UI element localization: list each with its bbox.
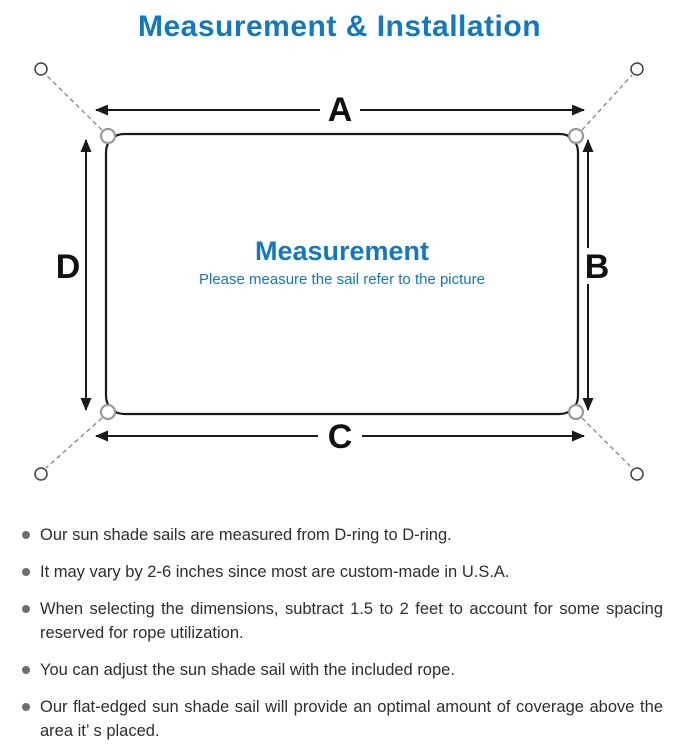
anchor-point-top-left — [34, 62, 48, 76]
dim-label-a: A — [328, 91, 353, 129]
label-a-backing — [320, 90, 360, 123]
anchor-point-top-right — [630, 62, 644, 76]
bullet-text: When selecting the dimensions, subtract … — [40, 599, 663, 642]
list-item: Our flat-edged sun shade sail will provi… — [22, 696, 663, 744]
page-title: Measurement & Installation — [137, 10, 542, 43]
list-item: It may vary by 2-6 inches since most are… — [22, 561, 663, 585]
bullet-icon — [22, 531, 30, 539]
bullet-text: You can adjust the sun shade sail with t… — [40, 660, 455, 679]
diagram-svg: A C B D Measurement Please measure the s… — [34, 62, 644, 481]
bullet-icon — [22, 604, 30, 613]
bullet-text: Our sun shade sails are measured from D-… — [40, 526, 452, 544]
bullet-icon — [22, 665, 30, 674]
d-ring-bottom-right-icon — [567, 403, 585, 421]
dim-label-d: D — [56, 248, 81, 286]
d-ring-top-right-icon — [567, 127, 585, 145]
dashed-line-bottom-left — [45, 417, 103, 469]
bullet-text: Our flat-edged sun shade sail will provi… — [40, 697, 663, 740]
anchor-point-bottom-left — [34, 467, 48, 481]
d-ring-top-left-icon — [99, 127, 117, 145]
diagram-center-subtitle: Please measure the sail refer to the pic… — [199, 271, 485, 288]
list-item: When selecting the dimensions, subtract … — [22, 598, 663, 646]
sail-rectangle — [104, 132, 580, 416]
list-item: You can adjust the sun shade sail with t… — [22, 659, 663, 683]
dim-label-b: B — [585, 248, 610, 286]
dashed-line-bottom-right — [581, 417, 633, 469]
bullet-icon — [22, 702, 30, 711]
diagram-center-title: Measurement — [255, 236, 429, 266]
bullet-icon — [22, 567, 30, 576]
anchor-point-bottom-right — [630, 467, 644, 481]
label-b-backing — [580, 248, 614, 284]
bullet-list: Our sun shade sails are measured from D-… — [0, 524, 679, 743]
dashed-line-top-left — [45, 74, 103, 131]
list-item: Our sun shade sails are measured from D-… — [22, 524, 663, 548]
dashed-line-top-right — [581, 74, 633, 131]
dim-label-c: C — [328, 418, 353, 456]
measurement-diagram: A C B D Measurement Please measure the s… — [0, 50, 679, 502]
d-ring-bottom-left-icon — [99, 403, 117, 421]
label-c-backing — [318, 418, 362, 454]
bullet-text: It may vary by 2-6 inches since most are… — [40, 562, 510, 581]
